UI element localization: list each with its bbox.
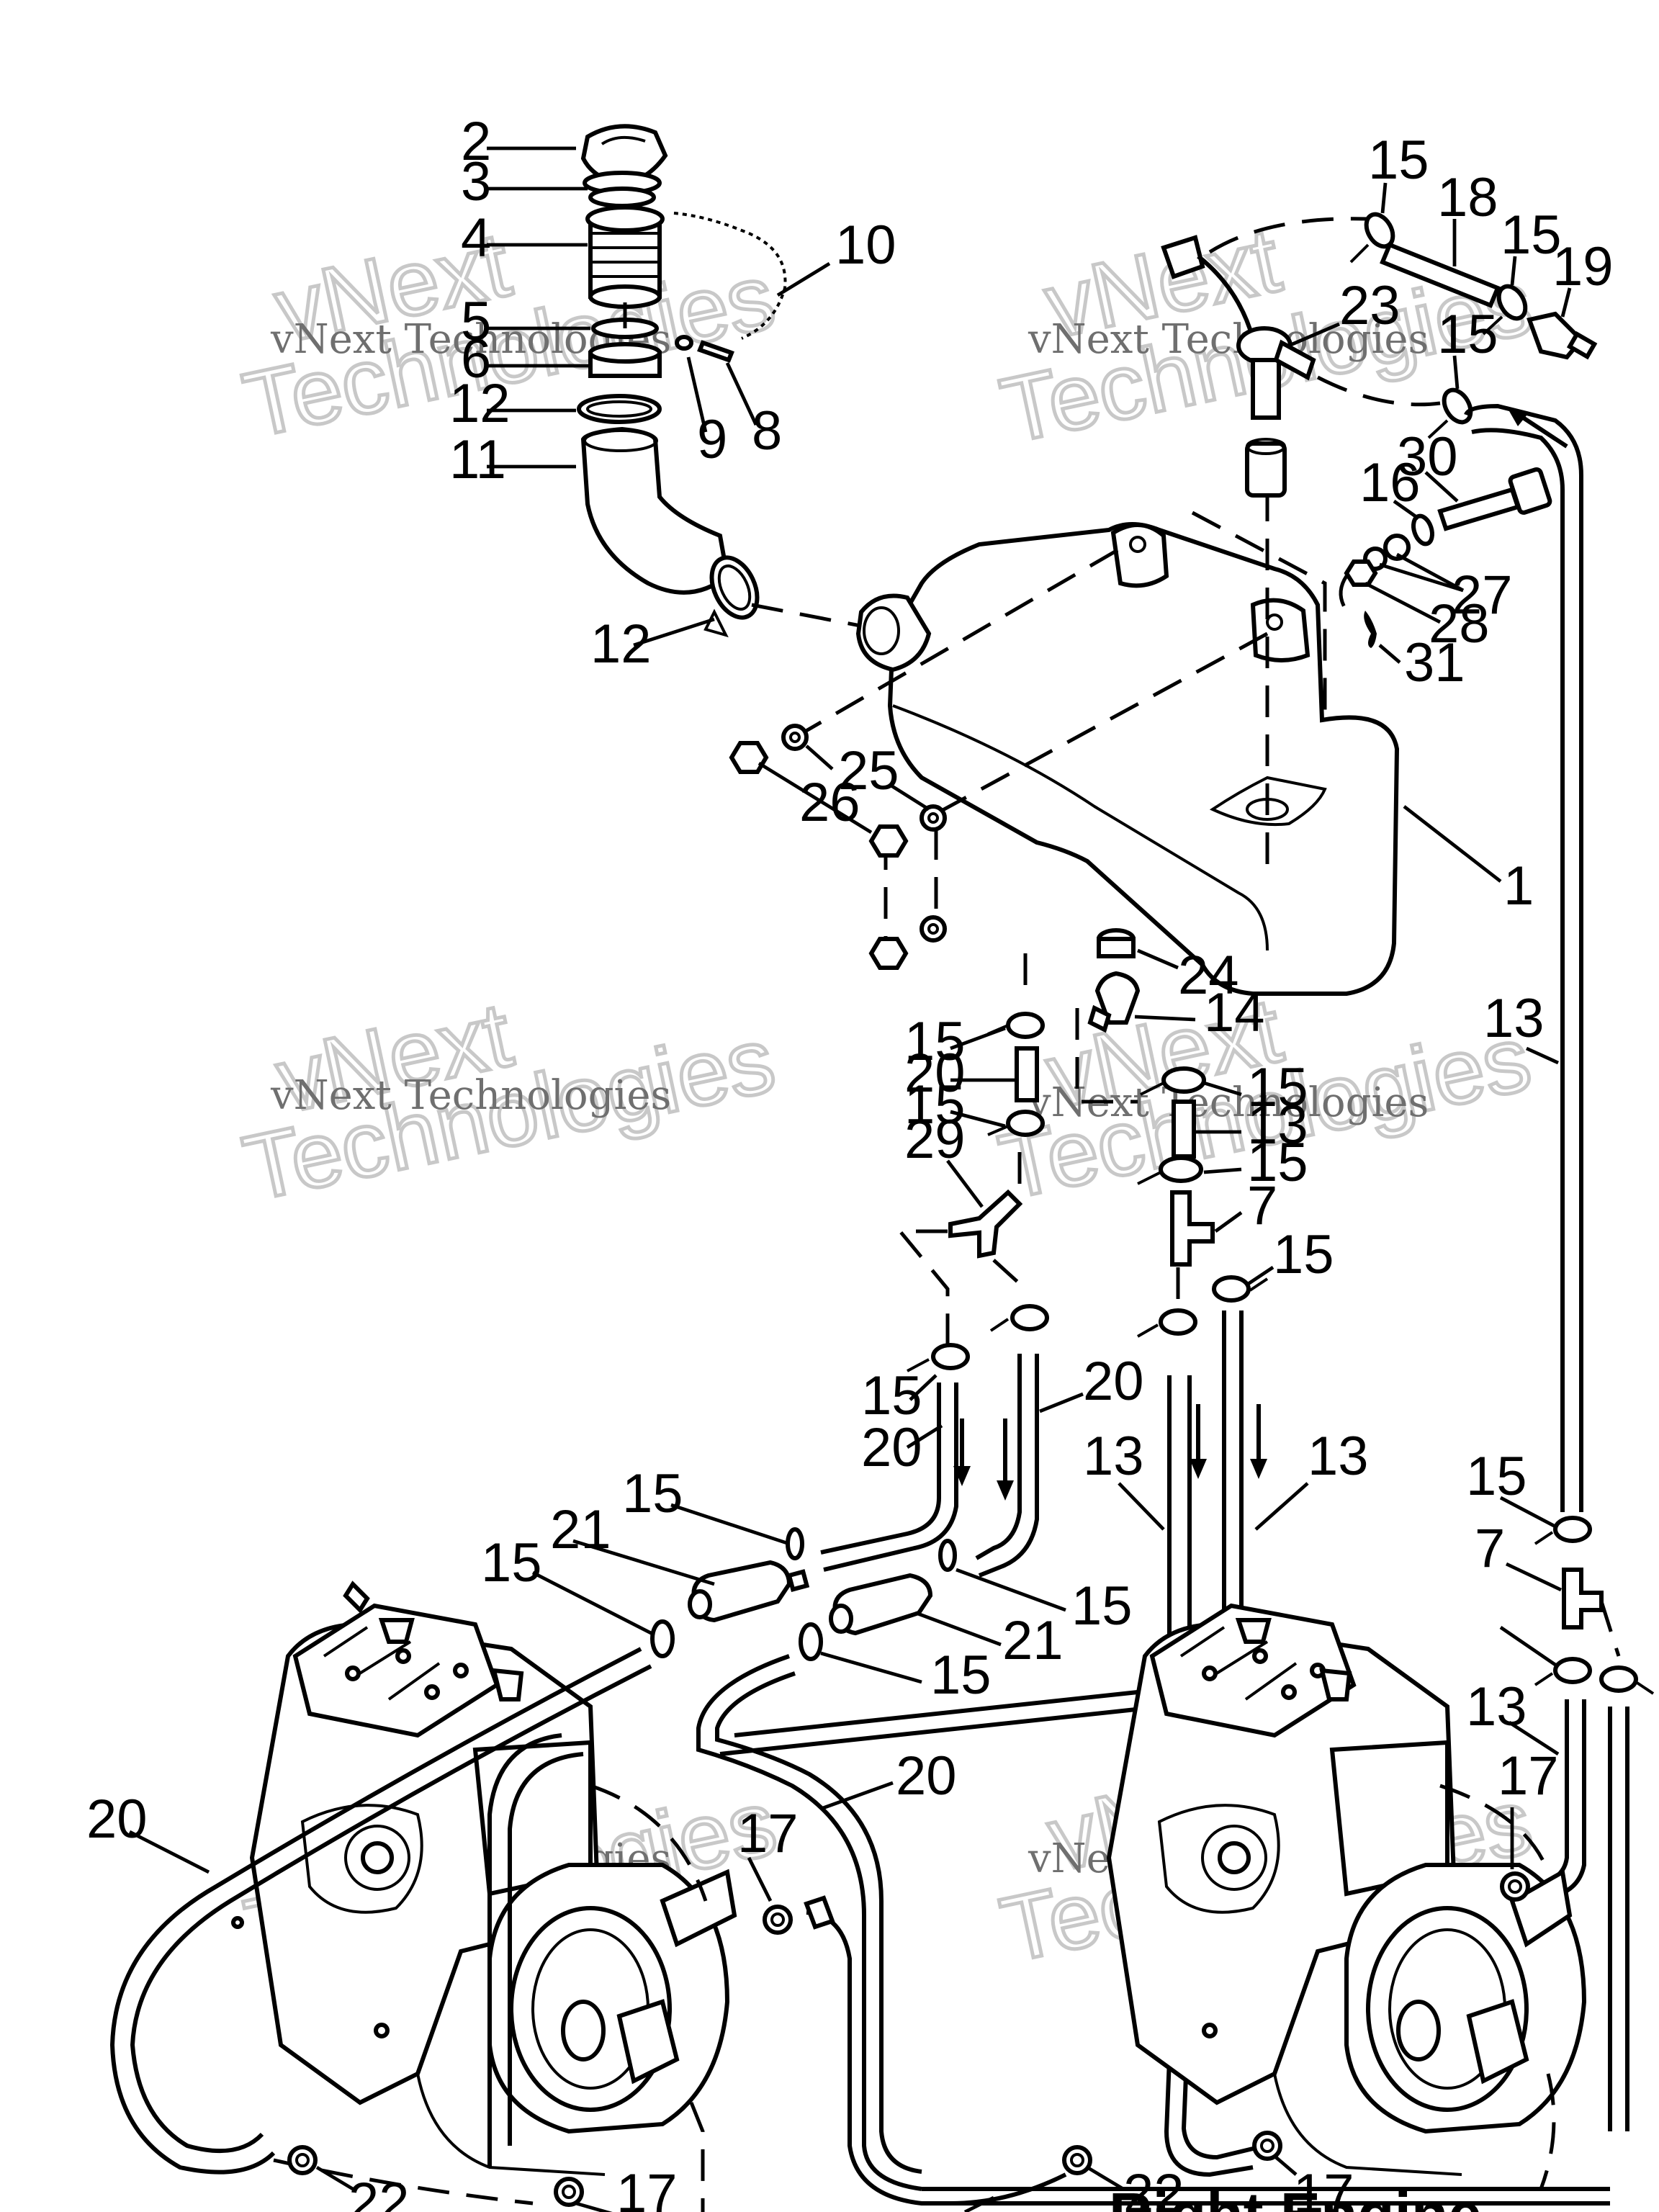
callout-label: 15 [1466,1446,1527,1507]
callout-label: 15 [861,1365,922,1426]
callout-label: 15 [1071,1575,1133,1637]
callout-label: 24 [1178,945,1239,1006]
fuel-tank [793,490,1400,996]
callout-label: 25 [838,740,899,801]
callout-label: 13 [1483,988,1545,1049]
callout-label: 20 [861,1417,922,1478]
callout-label: 22 [349,2172,410,2212]
callout-label: 15 [904,1074,966,1136]
tank-outlet-fitting [1023,928,1141,1104]
callout-label: 21 [550,1499,611,1560]
callout-label: 7 [1475,1518,1505,1579]
left-fuel-line-assembly [650,1012,1049,1661]
callout-label: 15 [1437,304,1498,365]
callout-label: 1 [1503,855,1534,917]
callout-label: 30 [1397,426,1458,487]
callout-label: 17 [616,2163,678,2212]
callout-label: 6 [461,328,491,390]
callout-label: 8 [752,400,782,462]
callout-label: 5 [461,291,491,352]
left-engine [249,1581,737,2176]
callout-label: 17 [1293,2163,1354,2212]
callout-label: 10 [835,215,896,276]
callout-label: 26 [799,772,860,833]
callout-label: 17 [1498,1745,1559,1807]
callout-label: 13 [1466,1676,1527,1737]
right-engine [1106,1603,1587,2176]
callout-label: 18 [1437,167,1498,228]
callout-label: 9 [697,409,727,470]
callout-label: 15 [622,1463,683,1524]
callout-label: 16 [1359,452,1421,513]
callout-label: 17 [737,1803,799,1864]
callout-label: 27 [1452,565,1513,626]
callout-label: 15 [1247,1057,1308,1118]
callout-label: 13 [1083,1426,1144,1487]
callout-label: 7 [1247,1175,1277,1236]
callout-label: 28 [1429,593,1490,655]
leader-lines [128,146,1572,2212]
callout-label: 14 [1204,982,1265,1043]
callout-label: 3 [461,151,491,212]
callout-label: 15 [904,1011,966,1072]
callout-label: 19 [1552,236,1614,297]
callout-label: 31 [1404,632,1465,693]
callout-label: 4 [461,207,491,269]
bottom-caption: Right Engine [1109,2180,1482,2212]
callout-label: 20 [86,1789,148,1850]
callout-label: 12 [449,373,511,434]
caption-leader [963,2195,995,2212]
mounting-hardware [729,724,947,970]
callout-label: 12 [590,613,652,675]
callout-label: 21 [1002,1610,1064,1671]
callout-label: 20 [904,1043,966,1104]
callout-label: 2 [461,111,491,172]
return-hoses [109,1647,1610,2212]
callout-label: 15 [481,1532,542,1593]
callout-label: 29 [904,1109,966,1170]
callout-label: 20 [896,1745,957,1807]
callout-label: 15 [1501,204,1562,266]
watermark-2-text: vNext Technologies [1028,316,1429,363]
bolt-stack [1339,467,1552,648]
callout-label: 13 [1247,1094,1308,1156]
callout-labels: 2 3 4 5 6 12 11 10 9 8 12 15 18 15 19 23… [86,111,1614,2212]
callout-label: 22 [1123,2163,1184,2212]
callout-label: 15 [1273,1224,1334,1285]
watermark-3-text: vNext Technologies [270,1072,671,1119]
filler-cap-assembly [577,124,865,638]
callout-label: 15 [1247,1132,1308,1193]
callout-label: 20 [1083,1351,1144,1412]
callout-label: 15 [1368,130,1429,191]
vent-valve-assembly [1161,212,1598,1512]
callout-label: 11 [449,429,506,490]
callout-label: 15 [930,1645,992,1706]
callout-label: 13 [1308,1426,1369,1487]
callout-label: 23 [1339,275,1401,336]
